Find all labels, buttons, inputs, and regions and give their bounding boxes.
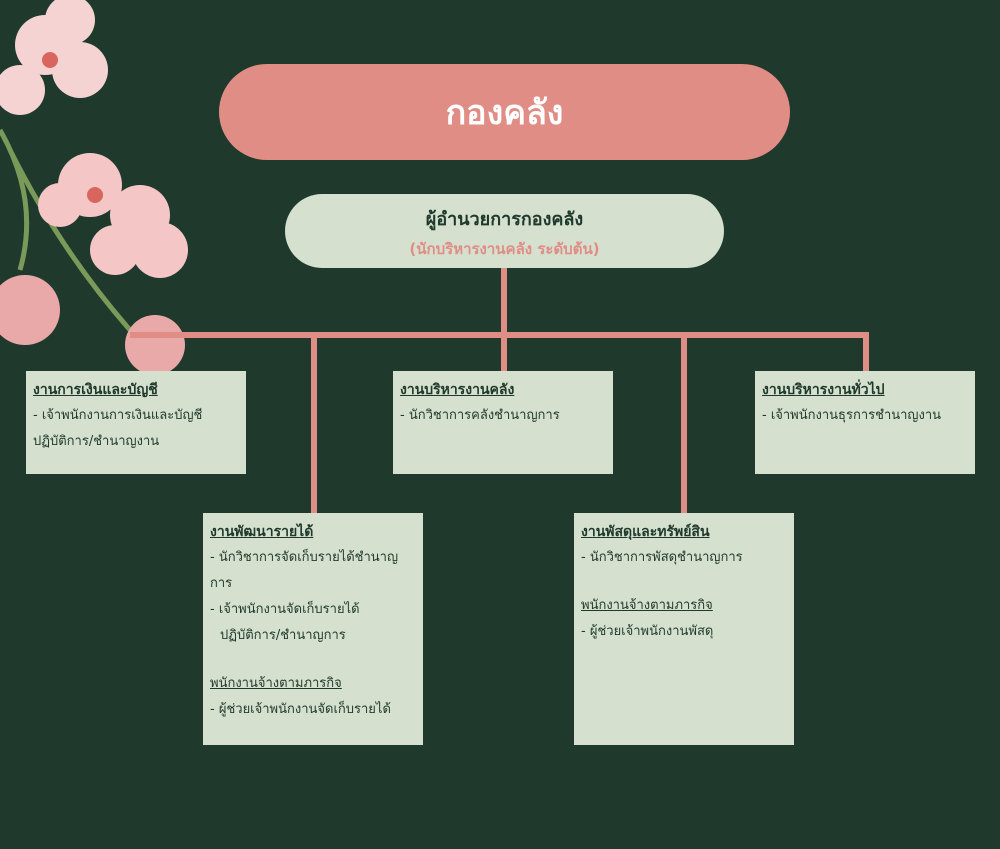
connector — [501, 268, 507, 372]
unit-heading: งานบริหารงานคลัง — [400, 382, 515, 398]
unit-finance-accounting: งานการเงินและบัญชี - เจ้าพนักงานการเงินแ… — [26, 371, 246, 474]
unit-heading: งานบริหารงานทั่วไป — [762, 382, 885, 398]
department-title: กองคลัง — [219, 64, 790, 160]
unit-treasury-admin: งานบริหารงานคลัง - นักวิชาการคลังชำนาญกา… — [393, 371, 613, 474]
director-name: ผู้อำนวยการกองคลัง — [425, 209, 584, 230]
unit-heading: งานพัสดุและทรัพย์สิน — [581, 524, 710, 540]
sub-heading: พนักงานจ้างตามภารกิจ — [581, 598, 713, 613]
position-line: - ผู้ช่วยเจ้าพนักงานพัสดุ — [581, 624, 714, 639]
connector — [681, 335, 687, 513]
position-line: - เจ้าพนักงานจัดเก็บรายได้ — [210, 602, 360, 617]
position-line: ปฏิบัติการ/ชำนาญการ — [220, 628, 346, 643]
unit-heading: งานการเงินและบัญชี — [33, 382, 158, 398]
unit-general-admin: งานบริหารงานทั่วไป - เจ้าพนักงานธุรการชำ… — [755, 371, 975, 474]
position-line: ปฏิบัติการ/ชำนาญงาน — [33, 434, 160, 449]
connector — [311, 335, 317, 513]
unit-revenue-development: งานพัฒนารายได้ - นักวิชาการจัดเก็บรายได้… — [203, 513, 423, 745]
sub-heading: พนักงานจ้างตามภารกิจ — [210, 676, 342, 691]
director-rank: (นักบริหารงานคลัง ระดับต้น) — [409, 240, 600, 258]
connector — [130, 332, 869, 338]
unit-heading: งานพัฒนารายได้ — [210, 524, 314, 540]
position-line: - เจ้าพนักงานการเงินและบัญชี — [33, 408, 203, 423]
director-box: ผู้อำนวยการกองคลัง (นักบริหารงานคลัง ระด… — [285, 194, 724, 268]
cherry-blossom-decoration — [0, 0, 188, 375]
connector — [863, 335, 869, 371]
position-line: - เจ้าพนักงานธุรการชำนาญงาน — [762, 408, 942, 423]
position-line: การ — [210, 576, 233, 591]
position-line: - นักวิชาการพัสดุชำนาญการ — [581, 550, 743, 565]
position-line: - ผู้ช่วยเจ้าพนักงานจัดเก็บรายได้ — [210, 702, 391, 717]
unit-supplies-assets: งานพัสดุและทรัพย์สิน - นักวิชาการพัสดุชำ… — [574, 513, 794, 745]
position-line: - นักวิชาการคลังชำนาญการ — [400, 408, 560, 423]
position-line: - นักวิชาการจัดเก็บรายได้ชำนาญ — [210, 550, 399, 565]
